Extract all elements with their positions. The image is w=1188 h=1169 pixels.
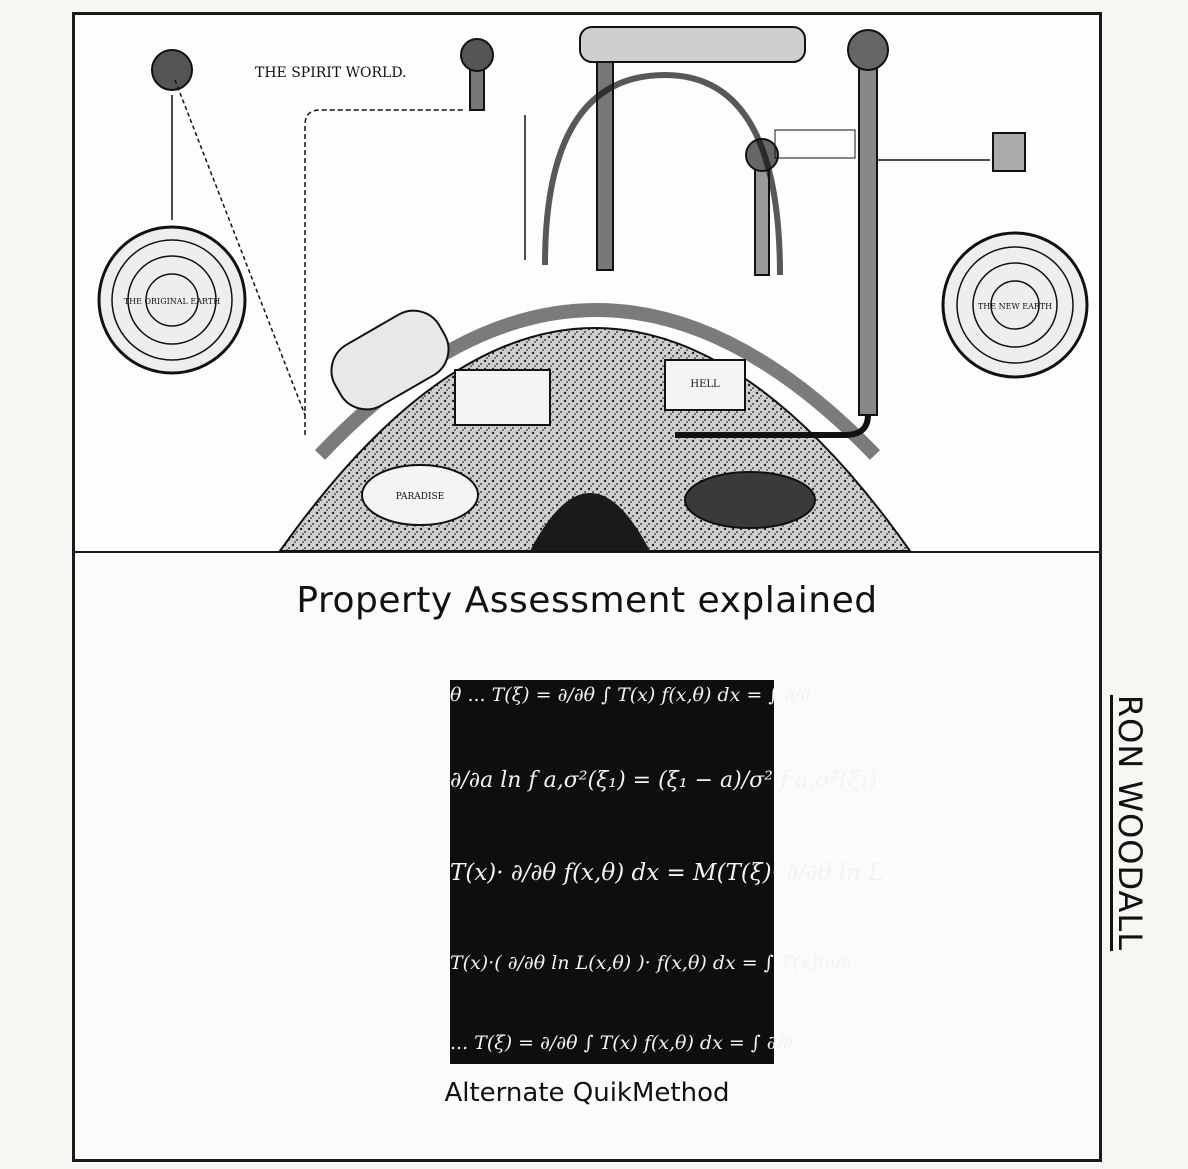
page-frame: THE SPIRIT WORLD. THE ORIGINAL EARTH THE…: [72, 12, 1102, 1162]
bottomless-pit: [530, 493, 650, 551]
new-earth-label: THE NEW EARTH: [978, 302, 1052, 311]
new-earth-globe: [941, 231, 1089, 379]
formula-line: T(x)·( ∂/∂θ ln L(x,θ) )· f(x,θ) dx = ∫ T…: [450, 952, 852, 974]
spirit-world-illustration: THE SPIRIT WORLD. THE ORIGINAL EARTH THE…: [75, 15, 1099, 553]
formula-line: θ ... T(ξ) = ∂/∂θ ∫ T(x) f(x,θ) dx = ∫ ∂…: [450, 684, 811, 706]
hell-chamber: [684, 471, 816, 529]
formula-line: T(x)· ∂/∂θ f(x,θ) dx = M(T(ξ)· ∂/∂θ ln L: [450, 860, 884, 886]
math-formula-image: θ ... T(ξ) = ∂/∂θ ∫ T(x) f(x,θ) dx = ∫ ∂…: [450, 680, 884, 1064]
formula-line: ... T(ξ) = ∂/∂θ ∫ T(x) f(x,θ) dx = ∫ ∂/∂: [450, 1032, 793, 1054]
hell-label: HELL: [690, 379, 720, 390]
original-earth-globe: [97, 225, 247, 375]
author-label: RON WOODALL: [1111, 694, 1149, 952]
author-name: RON WOODALL: [1108, 688, 1152, 958]
formula-line: ∂/∂a ln f a,σ²(ξ₁) = (ξ₁ − a)/σ² f a,σ²(…: [450, 768, 878, 793]
spirit-world-label: THE SPIRIT WORLD.: [255, 65, 407, 81]
original-earth-label: THE ORIGINAL EARTH: [124, 297, 220, 306]
paradise-chamber: [361, 464, 479, 526]
spirit-world-diagram: THE SPIRIT WORLD. THE ORIGINAL EARTH THE…: [97, 26, 1089, 552]
page-title: Property Assessment explained: [296, 580, 878, 621]
image-caption: Alternate QuikMethod: [444, 1078, 730, 1108]
paradise-label: PARADISE: [396, 492, 445, 502]
